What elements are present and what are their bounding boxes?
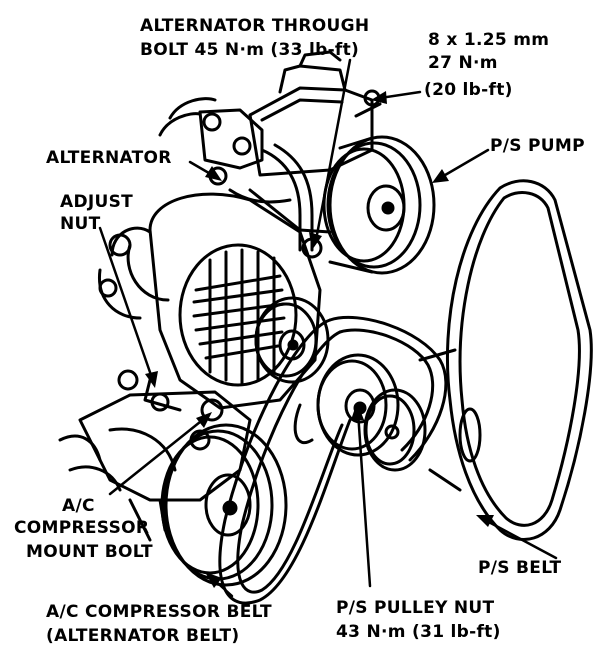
engine-brackets bbox=[158, 97, 332, 259]
ac-mount-bolt-label-line1: A/C bbox=[62, 496, 95, 516]
ps-pulley-nut-label-line1: P/S PULLEY NUT bbox=[336, 598, 495, 618]
ac-compressor-pulley bbox=[160, 423, 288, 587]
alternator bbox=[98, 192, 322, 412]
adjust-nut-label-line2: NUT bbox=[60, 214, 101, 234]
ac-compressor-belt-label-line2: (ALTERNATOR BELT) bbox=[46, 626, 240, 646]
alternator-pulley bbox=[254, 296, 330, 384]
adjust-nut-label-line1: ADJUST bbox=[60, 192, 134, 212]
ps-pump bbox=[248, 50, 382, 177]
alternator-label: ALTERNATOR bbox=[46, 148, 172, 168]
alternator-through-bolt-label-line1: ALTERNATOR THROUGH bbox=[140, 16, 370, 36]
bolt-spec-label-line3: (20 lb-ft) bbox=[424, 80, 513, 100]
ac-mount-bolt-label-line3: MOUNT BOLT bbox=[26, 542, 153, 562]
leader-lines bbox=[98, 58, 558, 598]
ps-pulley-nut-label-line2: 43 N·m (31 lb-ft) bbox=[336, 622, 501, 642]
ac-compressor-belt bbox=[218, 315, 448, 605]
bolt-spec-label-line2: 27 N·m bbox=[428, 53, 498, 73]
ps-pulley bbox=[316, 353, 482, 472]
ac-mount-bolt-label-line2: COMPRESSOR bbox=[14, 518, 150, 538]
ps-belt bbox=[418, 179, 593, 541]
bolt-spec-label-line1: 8 x 1.25 mm bbox=[428, 30, 550, 50]
ps-pump-label: P/S PUMP bbox=[490, 136, 585, 156]
alternator-through-bolt-label-line2: BOLT 45 N·m (33 lb-ft) bbox=[140, 40, 360, 60]
ps-belt-label: P/S BELT bbox=[478, 558, 562, 578]
ps-pump-pulley bbox=[322, 135, 436, 275]
ac-compressor-belt-label-line1: A/C COMPRESSOR BELT bbox=[46, 602, 272, 622]
